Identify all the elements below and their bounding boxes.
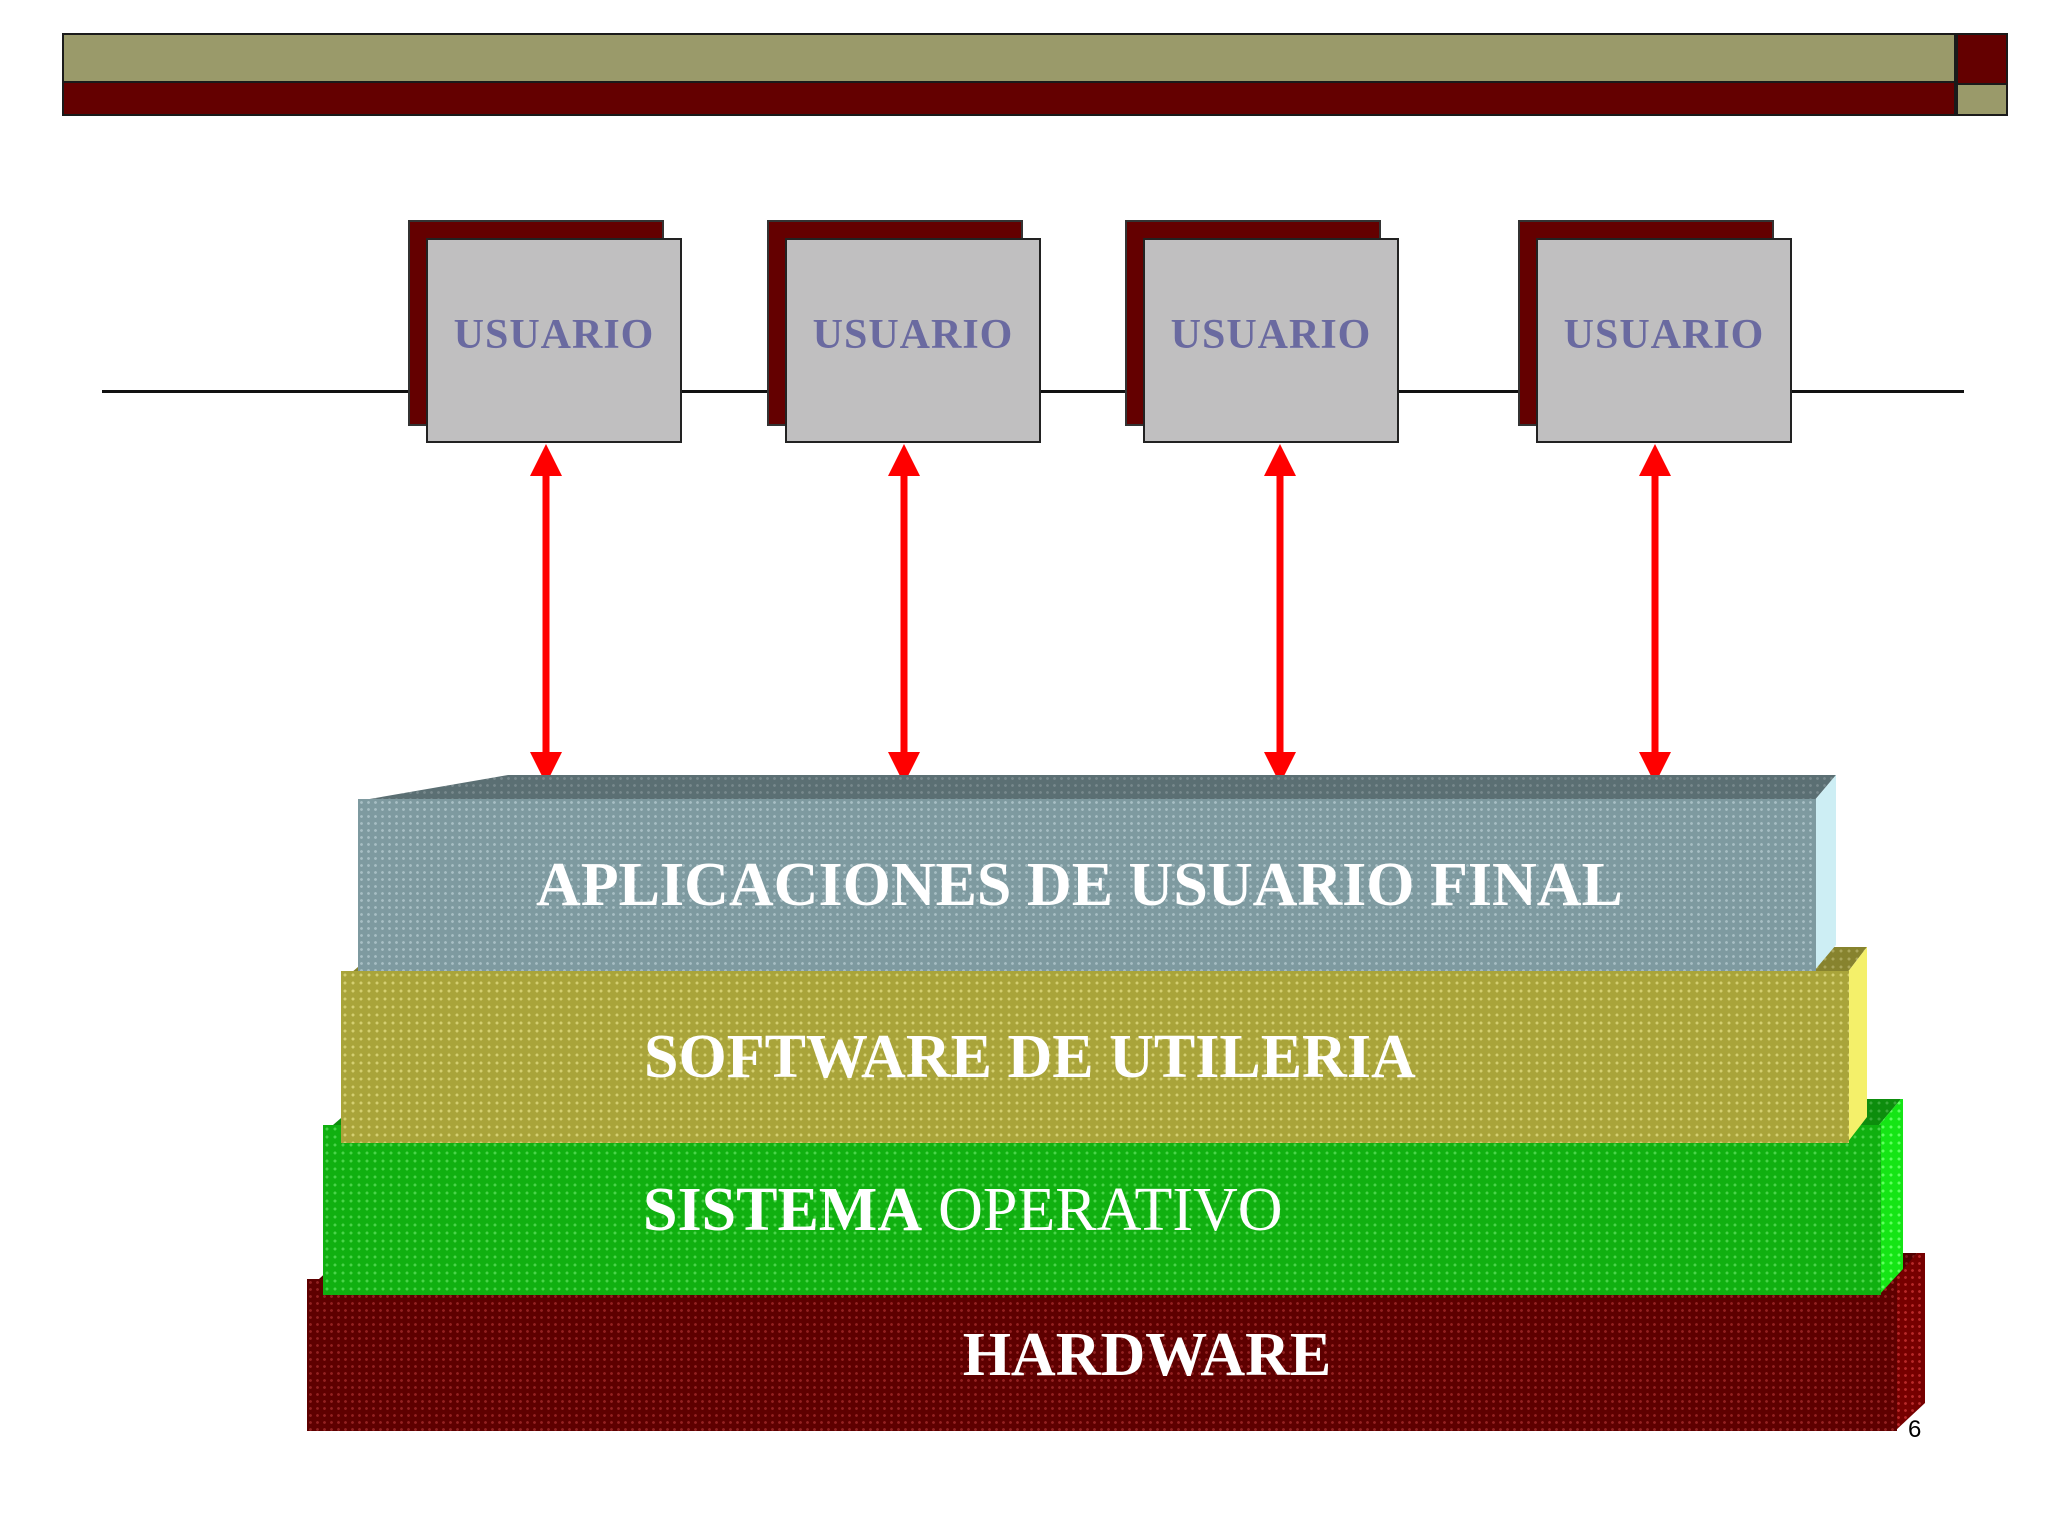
user-label: USUARIO [812, 311, 1014, 358]
header-square-olive [1956, 85, 2008, 116]
layer-os-side [1879, 1099, 1903, 1295]
double-arrow-3 [1264, 444, 1296, 784]
layer-os-label-regular: OPERATIVO [938, 1175, 1283, 1244]
layer-utilities-label: SOFTWARE DE UTILERIA [644, 1022, 1416, 1091]
layer-os-label-bold: SISTEMA [643, 1175, 923, 1244]
layer-utilities-front: SOFTWARE DE UTILERIA [341, 971, 1849, 1143]
user-box-3: USUARIO [1125, 220, 1399, 445]
double-arrow-2 [888, 444, 920, 784]
user-box-face: USUARIO [785, 238, 1041, 443]
user-box-1: USUARIO [408, 220, 682, 445]
layer-applications-top [358, 775, 1836, 801]
user-label: USUARIO [1563, 311, 1765, 358]
user-box-2: USUARIO [767, 220, 1041, 445]
layer-utilities-side [1847, 947, 1867, 1143]
layer-os-front: SISTEMA OPERATIVO [323, 1125, 1881, 1295]
double-arrow-4 [1639, 444, 1671, 784]
user-box-face: USUARIO [1143, 238, 1399, 443]
user-label: USUARIO [1170, 311, 1372, 358]
layer-hardware-side [1895, 1253, 1925, 1431]
header-bar-maroon [62, 83, 1956, 116]
page-number: 6 [1908, 1416, 1922, 1443]
user-label: USUARIO [453, 311, 655, 358]
layer-applications-label: APLICACIONES DE USUARIO FINAL [536, 850, 1623, 919]
header-bar-olive [62, 33, 1956, 83]
header-square-maroon [1956, 33, 2008, 85]
layer-applications-front: APLICACIONES DE USUARIO FINAL [358, 799, 1816, 971]
layer-hardware-front: HARDWARE [307, 1279, 1897, 1431]
double-arrow-1 [530, 444, 562, 784]
user-box-face: USUARIO [1536, 238, 1792, 443]
layer-applications-side [1814, 775, 1836, 971]
layer-hardware-label: HARDWARE [962, 1320, 1332, 1389]
user-box-face: USUARIO [426, 238, 682, 443]
user-box-4: USUARIO [1518, 220, 1792, 445]
